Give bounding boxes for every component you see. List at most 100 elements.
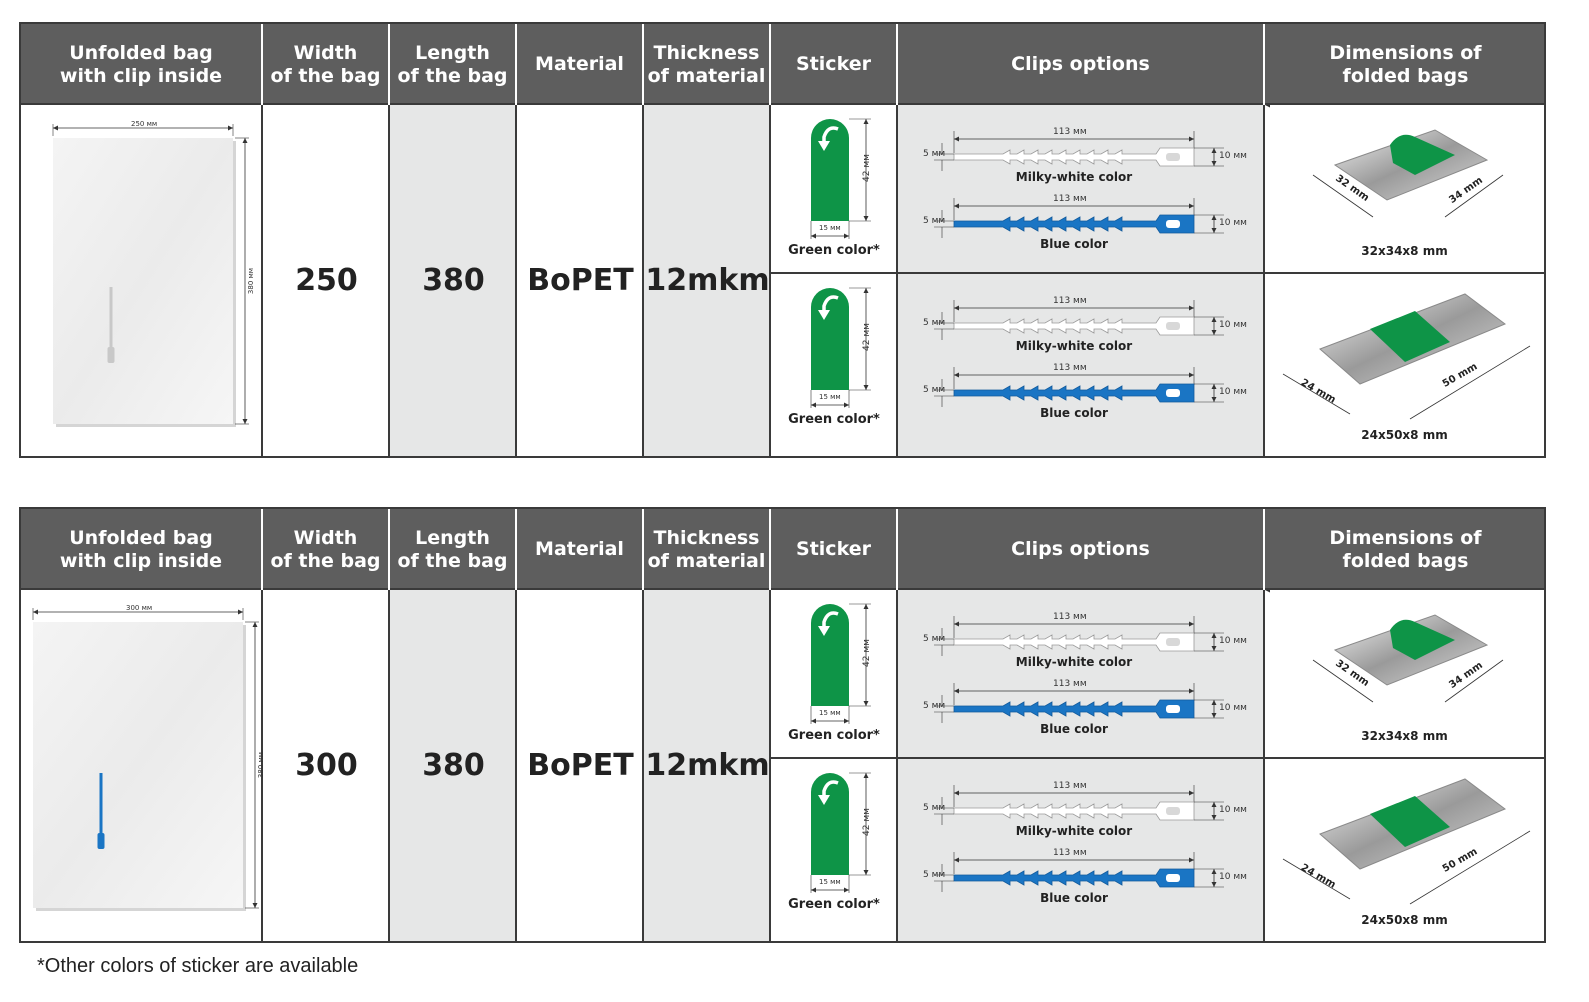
table-column (263, 590, 390, 941)
folded-bag-drawing (1282, 293, 1531, 420)
blue-clip-drawing (934, 683, 1224, 723)
sticker-width-label: 15 мм (819, 878, 841, 886)
bag-length-label: 380 мм (247, 267, 256, 295)
folded-dimensions-label: 24x50x8 mm (1361, 913, 1448, 927)
column-header: Length of the bag (390, 509, 517, 590)
clip-head-width-label: 10 мм (1219, 218, 1247, 228)
row-divider (771, 757, 1546, 759)
curved-arrow-icon (822, 295, 839, 312)
sticker-color-label: Green color* (788, 412, 880, 427)
bag-width-label: 250 мм (131, 120, 158, 128)
sticker-width-label: 15 мм (819, 709, 841, 717)
sticker-height-label: 42 мм (861, 323, 872, 351)
clip-head-width-label: 10 мм (1219, 387, 1247, 397)
bag-width-label: 300 мм (126, 604, 153, 612)
white-clip-drawing (934, 785, 1224, 825)
bag-width-value: 250 (295, 263, 358, 298)
clip-head-width-label: 10 мм (1219, 151, 1247, 161)
table-column (898, 590, 1265, 941)
table-column (898, 105, 1265, 456)
footnote: *Other colors of sticker are available (37, 955, 359, 977)
bag-width-value: 300 (295, 748, 358, 783)
clip-length-label: 113 мм (1053, 781, 1087, 791)
blue-clip-drawing (934, 198, 1224, 238)
column-header: Dimensions of folded bags (1329, 526, 1482, 572)
sticker-color-label: Green color* (788, 897, 880, 912)
column-header: Length of the bag (390, 24, 517, 105)
curved-arrow-icon (822, 780, 839, 797)
clip-width-label: 5 мм (923, 149, 946, 159)
clip-width-label: 5 мм (923, 803, 946, 813)
sticker-drawing (810, 118, 871, 239)
clip-head-width-label: 10 мм (1219, 636, 1247, 646)
material-value: BoPET (527, 263, 634, 298)
sticker-color-label: Green color* (788, 728, 880, 743)
clip-head-width-label: 10 мм (1219, 703, 1247, 713)
column-header: Thickness of material (644, 24, 771, 105)
clip-width-label: 5 мм (923, 385, 946, 395)
clip-width-label: 5 мм (923, 701, 946, 711)
blue-clip-drawing (934, 852, 1224, 892)
table-column (771, 105, 898, 456)
table-column (390, 590, 517, 941)
table-column (390, 105, 517, 456)
blue-clip-drawing (934, 367, 1224, 407)
column-header: Material (517, 509, 644, 590)
clip-length-label: 113 мм (1053, 296, 1087, 306)
clip-inside-bag (97, 773, 105, 849)
table-column (517, 590, 644, 941)
clip-width-label: 5 мм (923, 634, 946, 644)
column-header: Width of the bag (263, 24, 390, 105)
clip-color-label: Milky-white color (1015, 824, 1133, 838)
sticker-height-label: 42 мм (861, 154, 872, 182)
white-clip-drawing (934, 300, 1224, 340)
thickness-value: 12mkm (645, 263, 770, 298)
sticker-drawing (810, 603, 871, 724)
unfolded-bag-drawing: 250 мм 380 мм (21, 105, 262, 460)
bag-length-value: 380 (422, 263, 485, 298)
folded-dimensions-label: 32x34x8 mm (1361, 729, 1448, 743)
table-column (771, 590, 898, 941)
clip-head-width-label: 10 мм (1219, 805, 1247, 815)
column-header: Sticker (771, 24, 898, 105)
folded-dimensions-label: 32x34x8 mm (1361, 244, 1448, 258)
clip-length-label: 113 мм (1053, 679, 1087, 689)
white-clip-drawing (934, 616, 1224, 656)
clip-width-label: 5 мм (923, 318, 946, 328)
table-column (644, 105, 771, 456)
clip-width-label: 5 мм (923, 870, 946, 880)
clip-color-label: Blue color (1040, 237, 1108, 251)
curved-arrow-icon (822, 611, 839, 628)
clip-head-width-label: 10 мм (1219, 872, 1247, 882)
clip-color-label: Blue color (1040, 406, 1108, 420)
clip-color-label: Milky-white color (1015, 170, 1133, 184)
clip-width-label: 5 мм (923, 216, 946, 226)
thickness-value: 12mkm (645, 748, 770, 783)
column-header: Clips options (898, 509, 1265, 590)
sticker-color-label: Green color* (788, 243, 880, 258)
clip-length-label: 113 мм (1053, 194, 1087, 204)
clip-color-label: Milky-white color (1015, 339, 1133, 353)
folded-bag-drawing (1282, 778, 1531, 905)
column-header: Dimensions of folded bags (1329, 41, 1482, 87)
sticker-drawing (810, 287, 871, 408)
clip-length-label: 113 мм (1053, 612, 1087, 622)
white-clip-drawing (934, 131, 1224, 171)
folded-dimensions-label: 24x50x8 mm (1361, 428, 1448, 442)
clip-color-label: Blue color (1040, 891, 1108, 905)
column-header: Sticker (771, 509, 898, 590)
column-header: Clips options (898, 24, 1265, 105)
sticker-drawing (810, 772, 871, 893)
curved-arrow-icon (822, 126, 839, 143)
